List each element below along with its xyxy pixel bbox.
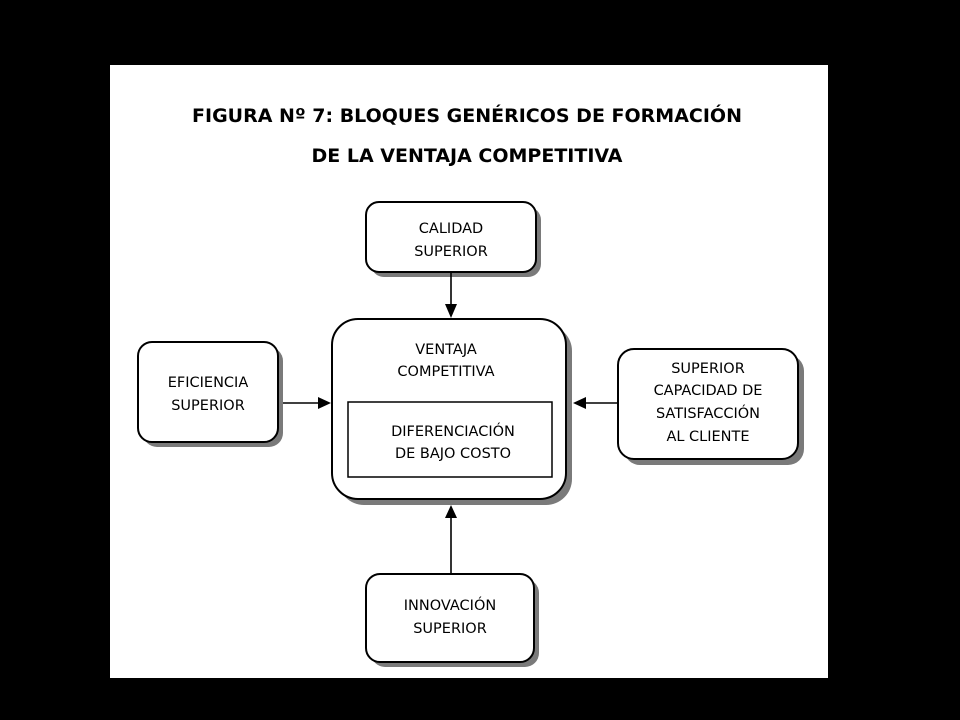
block-frame	[137, 341, 279, 443]
block-eficiencia-line1: EFICIENCIA	[168, 375, 249, 391]
inner-line1: DIFERENCIACIÓN	[391, 422, 515, 440]
block-frame	[365, 573, 535, 663]
arrow-top-to-center	[445, 273, 457, 318]
block-frame	[365, 201, 537, 273]
block-calidad-line2: SUPERIOR	[414, 244, 488, 260]
block-capacidad-line2: CAPACIDAD DE	[654, 383, 763, 399]
block-capacidad-satisfaccion: SUPERIOR CAPACIDAD DE SATISFACCIÓN AL CL…	[617, 348, 804, 465]
center-label-line2: COMPETITIVA	[397, 364, 494, 380]
inner-line2: DE BAJO COSTO	[395, 446, 511, 462]
block-innovacion-superior: INNOVACIÓN SUPERIOR	[365, 573, 539, 667]
block-ventaja-competitiva: VENTAJA COMPETITIVA DIFERENCIACIÓN DE BA…	[331, 318, 572, 505]
block-innovacion-line2: SUPERIOR	[413, 621, 487, 637]
block-frame	[617, 348, 799, 460]
block-calidad-superior: CALIDAD SUPERIOR	[365, 201, 541, 277]
block-capacidad-line1: SUPERIOR	[671, 361, 745, 377]
block-eficiencia-line2: SUPERIOR	[171, 398, 245, 414]
block-capacidad-line3: SATISFACCIÓN	[656, 404, 760, 422]
figure-title-line2: DE LA VENTAJA COMPETITIVA	[311, 145, 622, 167]
figure-title-line1: FIGURA Nº 7: BLOQUES GENÉRICOS DE FORMAC…	[192, 103, 742, 127]
block-innovacion-line1: INNOVACIÓN	[404, 596, 496, 614]
block-calidad-line1: CALIDAD	[419, 221, 483, 237]
arrow-right-to-center	[573, 397, 617, 409]
arrow-left-to-center	[283, 397, 331, 409]
inner-differentiation-box	[347, 401, 553, 478]
arrow-bottom-to-center	[445, 505, 457, 573]
block-capacidad-line4: AL CLIENTE	[666, 429, 749, 445]
center-label-line1: VENTAJA	[415, 342, 477, 358]
block-eficiencia-superior: EFICIENCIA SUPERIOR	[137, 341, 283, 447]
